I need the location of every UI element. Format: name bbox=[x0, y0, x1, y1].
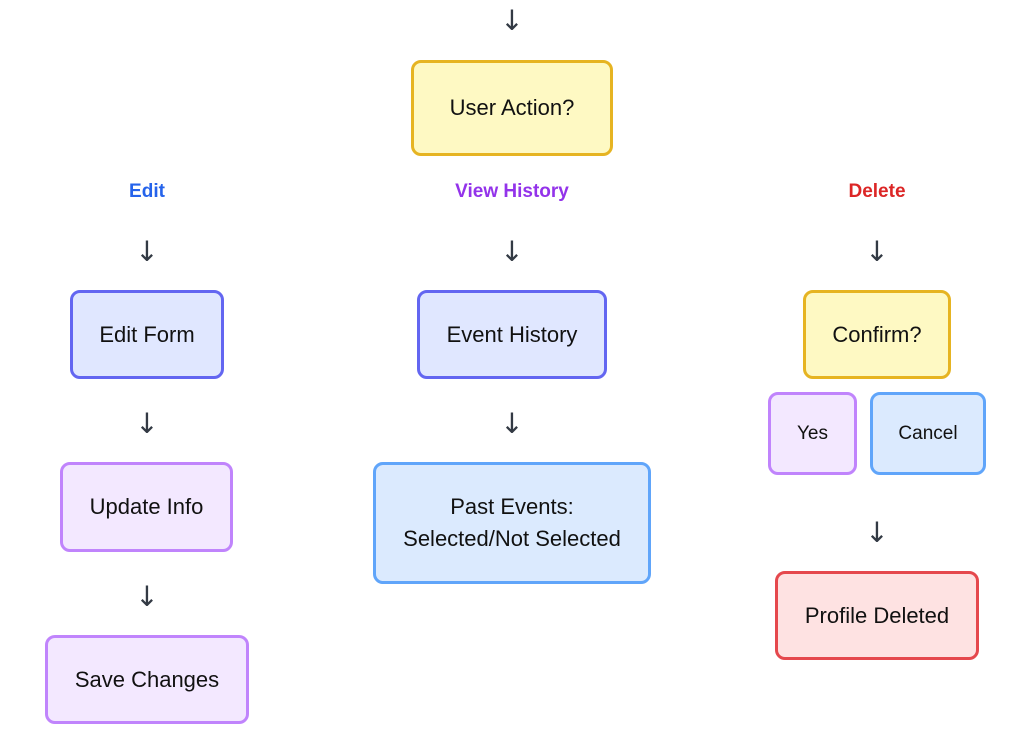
node-confirm: Confirm? bbox=[803, 290, 951, 379]
node-save-changes-label: Save Changes bbox=[74, 666, 220, 692]
node-event-history: Event History bbox=[417, 290, 607, 379]
node-yes: Yes bbox=[768, 392, 857, 475]
node-cancel: Cancel bbox=[870, 392, 986, 475]
arrow-view-1: ↓ bbox=[500, 235, 524, 268]
node-past-events-line-1: Past Events: bbox=[450, 494, 574, 519]
node-user-action-label: User Action? bbox=[449, 95, 575, 120]
node-confirm-label: Confirm? bbox=[832, 321, 922, 347]
node-past-events-line-2: Selected/Not Selected bbox=[403, 526, 621, 551]
node-update-info-label: Update Info bbox=[89, 494, 204, 519]
node-edit-form: Edit Form bbox=[70, 290, 224, 379]
arrow-into-root: ↓ bbox=[500, 4, 524, 37]
node-save-changes: Save Changes bbox=[45, 635, 249, 724]
branch-label-edit: Edit bbox=[129, 181, 165, 202]
node-yes-label: Yes bbox=[797, 422, 828, 444]
branch-label-delete: Delete bbox=[848, 181, 906, 202]
arrow-delete-1: ↓ bbox=[865, 235, 889, 268]
arrow-edit-2: ↓ bbox=[135, 407, 159, 440]
arrow-view-2: ↓ bbox=[500, 407, 524, 440]
arrow-edit-1: ↓ bbox=[135, 235, 159, 268]
node-cancel-label: Cancel bbox=[898, 422, 958, 444]
node-edit-form-label: Edit Form bbox=[99, 321, 195, 347]
node-user-action: User Action? bbox=[411, 60, 613, 156]
node-profile-deleted: Profile Deleted bbox=[775, 571, 979, 660]
arrow-edit-3: ↓ bbox=[135, 580, 159, 613]
node-profile-deleted-label: Profile Deleted bbox=[804, 602, 950, 628]
node-update-info: Update Info bbox=[60, 462, 233, 552]
arrow-delete-2: ↓ bbox=[865, 516, 889, 549]
branch-label-view-history: View History bbox=[455, 181, 569, 202]
node-event-history-label: Event History bbox=[446, 321, 578, 347]
node-past-events: Past Events: Selected/Not Selected bbox=[373, 462, 651, 584]
